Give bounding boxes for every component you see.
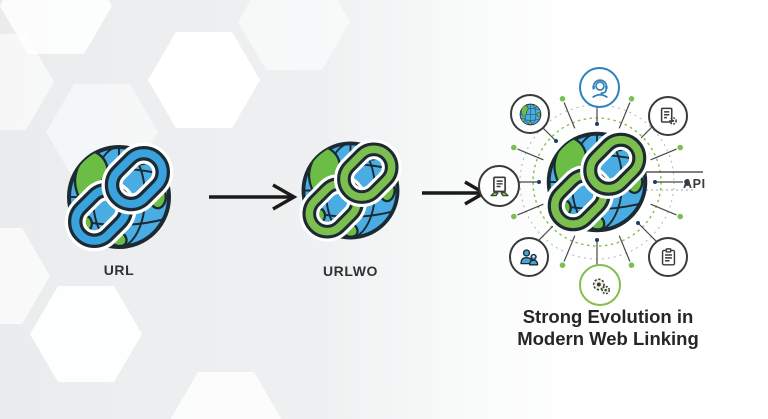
hex-tile bbox=[148, 32, 260, 128]
certificate-icon bbox=[478, 165, 520, 207]
globe-chain-urlwo-icon bbox=[294, 134, 407, 247]
gears-icon bbox=[579, 264, 621, 306]
api-label: API bbox=[683, 177, 706, 191]
hex-tile bbox=[238, 0, 350, 70]
hub-caption-line1: Strong Evolution in bbox=[522, 306, 694, 327]
globe-chain-url-icon bbox=[59, 137, 179, 257]
arrow-right-icon bbox=[209, 183, 298, 211]
globe-chain-hub-icon bbox=[539, 124, 655, 240]
hex-tile bbox=[170, 372, 282, 419]
team-icon bbox=[509, 237, 549, 277]
document-gear-icon bbox=[648, 96, 688, 136]
stage-label-urlwo: URLWO bbox=[322, 263, 379, 279]
hub-caption: Strong Evolution in Modern Web Linking bbox=[487, 306, 729, 350]
web-globe-icon bbox=[510, 94, 550, 134]
report-icon bbox=[648, 237, 688, 277]
support-agent-icon bbox=[579, 67, 620, 108]
stage-label-url: URL bbox=[103, 262, 135, 278]
hub-caption-line2: Modern Web Linking bbox=[517, 327, 699, 349]
hex-tile bbox=[30, 286, 142, 382]
hex-tile bbox=[0, 228, 50, 324]
